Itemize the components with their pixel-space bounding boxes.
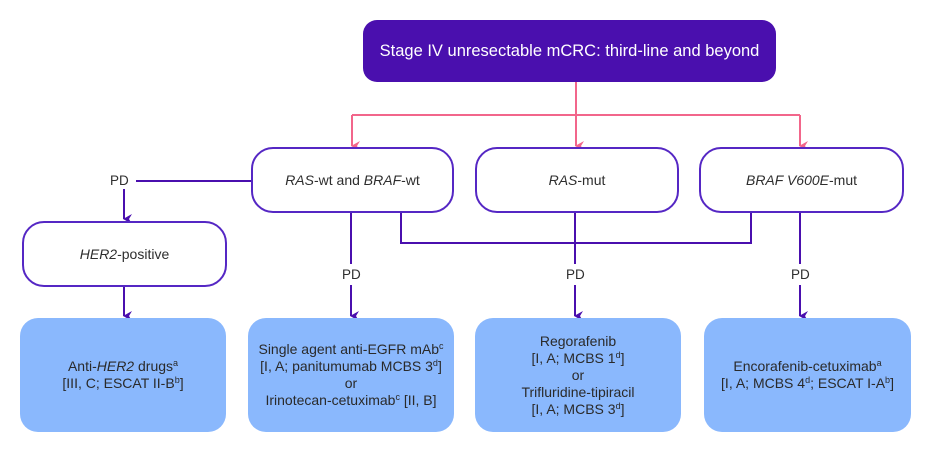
treatment-her2-line1: Anti-HER2 drugsa <box>67 358 179 374</box>
treatment-braf-line2: [I, A; MCBS 4d; ESCAT I-Ab] <box>721 375 894 391</box>
treatment-rasmut-or: or <box>571 366 585 383</box>
treatment-ras-mut: Regorafenib [I, A; MCBS 1d] or Triflurid… <box>475 318 681 432</box>
node-her2-label: HER2-positive <box>79 246 170 262</box>
treatment-rasmut-line1: Regorafenib <box>539 332 617 349</box>
title-text: Stage IV unresectable mCRC: third-line a… <box>379 41 760 60</box>
treatment-rasmut-line5: [I, A; MCBS 3d] <box>531 400 625 417</box>
treatment-egfr-or: or <box>344 375 358 391</box>
pd-label-wt: PD <box>341 267 362 283</box>
treatment-braf: Encorafenib-cetuximaba [I, A; MCBS 4d; E… <box>704 318 911 432</box>
flow-lines <box>123 180 808 321</box>
node-her2-positive: HER2-positive <box>22 221 227 287</box>
node-braf-v600e-mut: BRAF V600E-mut <box>699 147 904 213</box>
treatment-rasmut-line2: [I, A; MCBS 1d] <box>531 349 625 366</box>
treatment-braf-line1: Encorafenib-cetuximaba <box>733 358 882 374</box>
treatment-rasmut-line4: Trifluridine-tipiracil <box>521 383 635 400</box>
pd-label-rasmut: PD <box>565 267 586 283</box>
node-ras-braf-wt-label: RAS-wt and BRAF-wt <box>285 172 420 188</box>
pd-label-left: PD <box>109 173 130 189</box>
pd-label-braf: PD <box>790 267 811 283</box>
treatment-egfr-line2: [I, A; panitumumab MCBS 3d] <box>260 358 442 374</box>
node-ras-mut-label: RAS-mut <box>548 172 606 188</box>
treatment-egfr-line4: Irinotecan-cetuximabc [II, B] <box>265 392 437 408</box>
node-ras-braf-wt: RAS-wt and BRAF-wt <box>251 147 454 213</box>
treatment-her2-line2: [III, C; ESCAT II-Bb] <box>62 375 184 391</box>
title-node: Stage IV unresectable mCRC: third-line a… <box>363 20 776 82</box>
node-ras-mut: RAS-mut <box>475 147 679 213</box>
node-braf-mut-label: BRAF V600E-mut <box>745 172 857 188</box>
treatment-egfr-line1: Single agent anti-EGFR mAbc <box>258 341 444 357</box>
branch-arrows <box>351 82 808 151</box>
treatment-her2: Anti-HER2 drugsa [III, C; ESCAT II-Bb] <box>20 318 226 432</box>
treatment-anti-egfr: Single agent anti-EGFR mAbc [I, A; panit… <box>248 318 454 432</box>
